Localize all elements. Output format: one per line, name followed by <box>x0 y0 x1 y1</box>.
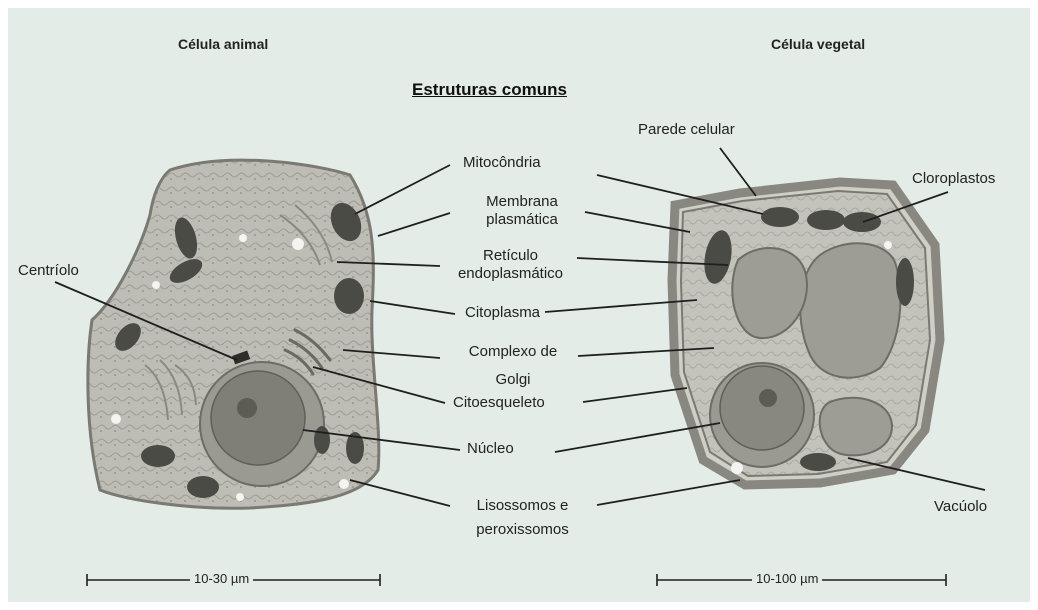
common-structures-heading: Estruturas comuns <box>412 80 567 100</box>
label-golgi: Complexo de Golgi <box>443 338 583 394</box>
lysosome-icon <box>236 493 244 501</box>
mitochondrion-icon <box>334 278 364 314</box>
animal-cell-title: Célula animal <box>178 36 268 52</box>
label-golgi-line2: Golgi <box>443 366 583 394</box>
label-er-line1: Retículo <box>443 247 578 265</box>
lysosome-icon <box>339 479 349 489</box>
central-vacuole <box>800 243 900 377</box>
chloroplast-icon <box>843 212 881 232</box>
label-lysosomes-line2: peroxissomos <box>450 518 595 542</box>
label-centriole: Centríolo <box>18 262 79 280</box>
mitochondrion-icon <box>314 426 330 454</box>
label-nucleus: Núcleo <box>467 440 514 458</box>
peroxisome-icon <box>884 241 892 249</box>
label-plasma-membrane: Membrana plasmática <box>462 193 582 229</box>
label-cytoplasm: Citoplasma <box>465 304 540 322</box>
peroxisome-icon <box>731 462 743 474</box>
label-lysosomes: Lisossomos e peroxissomos <box>450 494 595 542</box>
label-cytoskeleton: Citoesqueleto <box>453 394 545 412</box>
plant-scale-label: 10-100 µm <box>752 571 822 586</box>
chloroplast-icon <box>896 258 914 306</box>
animal-nucleolus <box>237 398 257 418</box>
chloroplast-icon <box>807 210 845 230</box>
lysosome-icon <box>239 234 247 242</box>
label-er-line2: endoplasmático <box>443 265 578 283</box>
mitochondrion-icon <box>187 476 219 498</box>
plant-nucleus <box>720 366 804 450</box>
label-vacuole: Vacúolo <box>934 498 987 516</box>
lysosome-icon <box>152 281 160 289</box>
label-endoplasmic-reticulum: Retículo endoplasmático <box>443 247 578 283</box>
chloroplast-icon <box>800 453 836 471</box>
label-lysosomes-line1: Lisossomos e <box>450 494 595 518</box>
label-golgi-line1: Complexo de <box>443 338 583 366</box>
plant-cell <box>672 182 940 485</box>
label-plasma-membrane-line1: Membrana <box>462 193 582 211</box>
plant-cell-title: Célula vegetal <box>771 36 865 52</box>
lysosome-icon <box>111 414 121 424</box>
label-plasma-membrane-line2: plasmática <box>462 211 582 229</box>
label-chloroplasts: Cloroplastos <box>912 170 995 188</box>
mitochondrion-icon <box>141 445 175 467</box>
animal-cell <box>88 160 379 508</box>
lysosome-icon <box>292 238 304 250</box>
label-mitochondria: Mitocôndria <box>463 154 541 172</box>
vacuole <box>820 398 892 456</box>
plant-nucleolus <box>759 389 777 407</box>
animal-scale-label: 10-30 µm <box>190 571 253 586</box>
chloroplast-icon <box>761 207 799 227</box>
label-cell-wall: Parede celular <box>638 121 735 139</box>
animal-nucleus <box>211 371 305 465</box>
